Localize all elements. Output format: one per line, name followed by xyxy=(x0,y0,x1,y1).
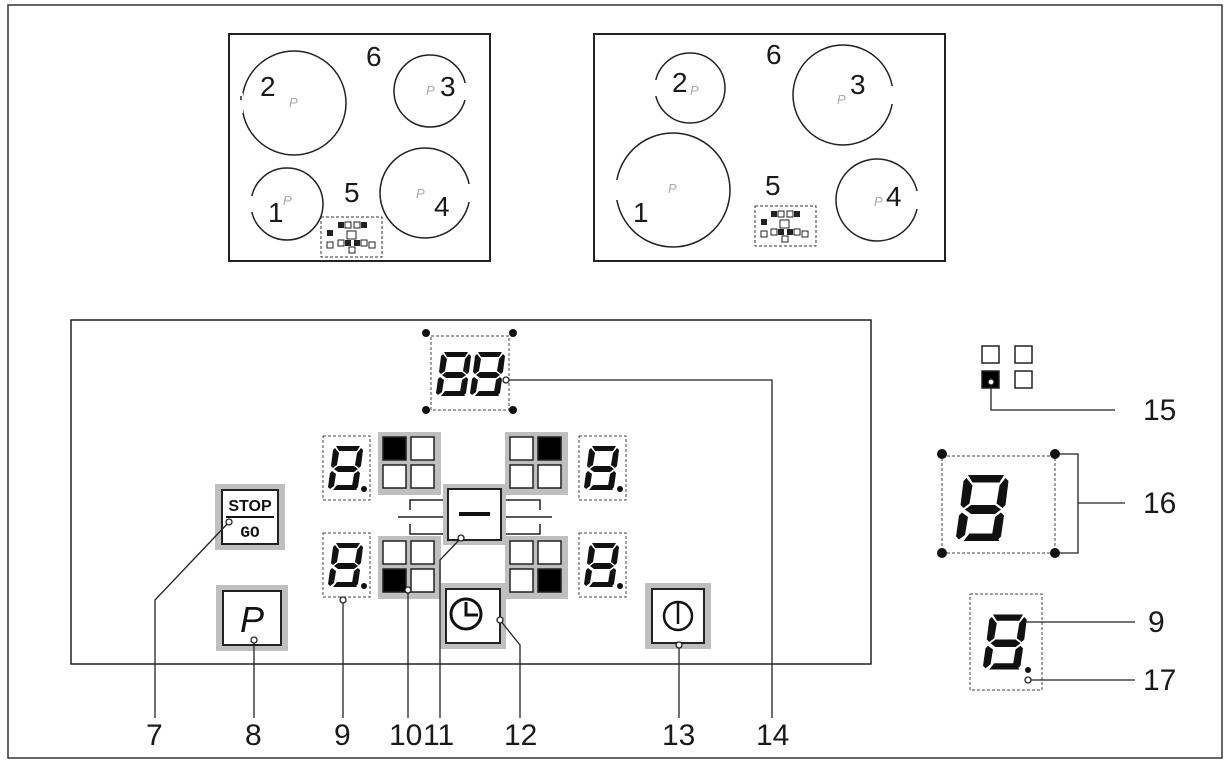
minus-icon xyxy=(459,512,490,516)
zone-mark: P xyxy=(283,193,292,208)
power-key[interactable] xyxy=(645,583,711,649)
callout-15: 15 xyxy=(1143,394,1176,427)
power-icon xyxy=(662,600,694,632)
zone-display-front-left xyxy=(322,532,371,598)
leader-endpoints xyxy=(225,376,1032,684)
callout-14: 14 xyxy=(756,719,789,752)
clock-icon xyxy=(449,597,483,631)
zone-mark: P xyxy=(426,83,435,98)
mini-control-panel xyxy=(754,205,817,247)
zone-display-rear-right xyxy=(578,435,627,501)
zone-number-3: 3 xyxy=(440,71,456,102)
callout-10: 10 xyxy=(389,719,422,752)
callout-8: 8 xyxy=(245,719,262,752)
hob-label-6: 6 xyxy=(766,39,782,70)
zone-number-3: 3 xyxy=(850,69,866,100)
zone-number-1: 1 xyxy=(268,197,284,228)
legend-zone-indicator xyxy=(981,345,1033,389)
leader-lines xyxy=(154,379,1135,718)
hob-label-6: 6 xyxy=(366,41,382,72)
control-panel xyxy=(70,319,872,665)
zone-mark: P xyxy=(668,181,677,196)
zone-display-front-right xyxy=(578,532,627,598)
mini-control-panel xyxy=(320,216,383,258)
zone-number-2: 2 xyxy=(672,67,688,98)
timer-key[interactable] xyxy=(440,583,506,649)
hob-right: 6 2 P 3 P 1 P 4 P 5 xyxy=(593,33,946,262)
hob-left: 6 2 P 3 P 1 P 4 P 5 xyxy=(228,33,491,262)
go-label: GO xyxy=(240,524,260,542)
outer-frame xyxy=(7,4,1223,759)
controls-label-5: 5 xyxy=(344,177,360,208)
callout-12: 12 xyxy=(504,719,537,752)
zone-mark: P xyxy=(690,83,699,98)
callout-17: 17 xyxy=(1143,664,1176,697)
zone-selector-rear-right[interactable] xyxy=(505,432,568,495)
callout-7: 7 xyxy=(146,719,163,752)
cooking-zone-4[interactable] xyxy=(379,147,471,239)
callout-9-legend: 9 xyxy=(1148,606,1165,639)
zone-number-4: 4 xyxy=(886,181,902,212)
zone-number-2: 2 xyxy=(260,71,276,102)
legend-timer-display xyxy=(937,449,1060,558)
callout-13: 13 xyxy=(662,719,695,752)
zone-selector-rear-left[interactable] xyxy=(378,432,441,495)
zone-number-4: 4 xyxy=(434,191,450,222)
legend-zone-display xyxy=(969,593,1043,691)
zone-mark: P xyxy=(416,186,425,201)
zone-mark: P xyxy=(289,95,298,110)
zone-selector-front-right[interactable] xyxy=(505,536,568,599)
stop-label: STOP xyxy=(228,498,272,515)
zone-number-1: 1 xyxy=(633,197,649,228)
callout-16: 16 xyxy=(1143,487,1176,520)
stop-go-key[interactable]: STOP GO xyxy=(215,484,285,550)
minus-key[interactable] xyxy=(443,484,506,545)
callout-11: 11 xyxy=(423,719,454,752)
zone-connector-lines xyxy=(398,499,552,535)
callout-9: 9 xyxy=(334,719,351,752)
timer-display xyxy=(422,329,517,414)
zone-mark: P xyxy=(874,194,883,209)
zone-display-rear-left xyxy=(322,435,371,501)
pause-label: P xyxy=(240,599,264,640)
zone-mark: P xyxy=(837,92,846,107)
controls-label-5: 5 xyxy=(765,170,781,201)
